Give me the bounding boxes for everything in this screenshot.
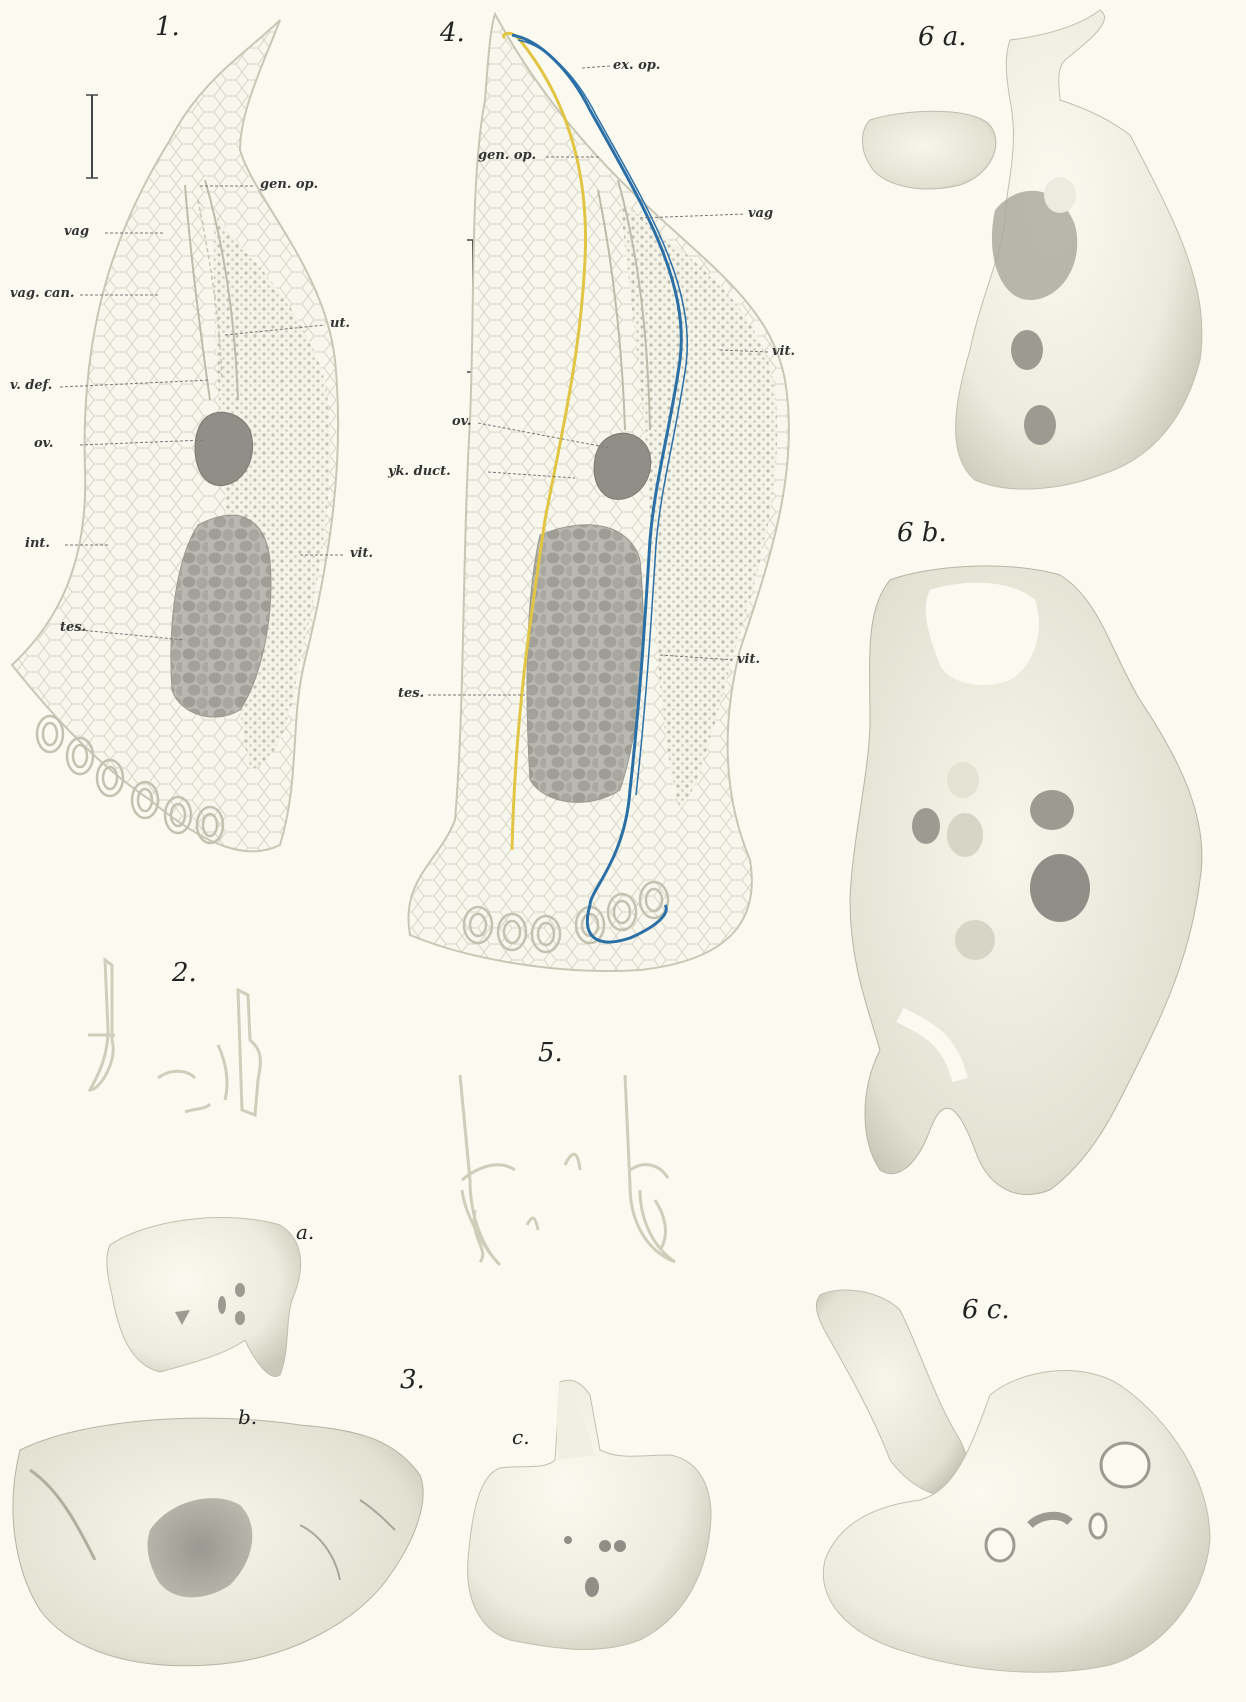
figure-3b-clamp <box>13 1418 423 1666</box>
figure-number-3: 3. <box>400 1365 425 1395</box>
fig4-label-tes: tes. <box>398 686 424 701</box>
fig4-label-yk-duct: yk. duct. <box>388 464 451 479</box>
fig4-label-gen-op: gen. op. <box>478 148 536 163</box>
figure-letter-3b: b. <box>238 1405 257 1429</box>
figure-number-6a: 6 a. <box>918 22 967 52</box>
figure-5-hooks <box>460 1075 675 1265</box>
figure-letter-3a: a. <box>296 1220 314 1244</box>
fig1-label-vag: vag <box>64 224 89 239</box>
figure-6b-clamp <box>850 566 1202 1195</box>
fig1-label-vag-can: vag. can. <box>10 286 74 301</box>
figure-6c-clamp <box>816 1290 1210 1672</box>
figure-number-5: 5. <box>538 1038 563 1068</box>
figure-number-1: 1. <box>155 12 180 42</box>
fig1-label-gen-op: gen. op. <box>260 177 318 192</box>
figure-3a-clamp <box>107 1218 301 1377</box>
figure-6a-clamp <box>863 10 1202 489</box>
figure-number-6c: 6 c. <box>962 1295 1010 1325</box>
fig4-label-ov: ov. <box>452 414 471 429</box>
fig1-label-ov: ov. <box>34 436 53 451</box>
figure-4-worm <box>408 14 789 971</box>
fig4-label-vag: vag <box>748 206 773 221</box>
figure-3c-clamp <box>468 1380 711 1649</box>
fig1-label-int: int. <box>25 536 50 551</box>
fig4-label-vit-lower: vit. <box>737 652 760 667</box>
fig4-label-vit-upper: vit. <box>772 344 795 359</box>
fig1-label-vit: vit. <box>350 546 373 561</box>
fig1-label-ut: ut. <box>330 316 350 331</box>
fig4-label-ex-op: ex. op. <box>613 58 660 73</box>
fig1-label-v-def: v. def. <box>10 378 52 393</box>
figure-letter-3c: c. <box>512 1425 530 1449</box>
figure-1-worm <box>12 20 345 851</box>
figure-number-4: 4. <box>440 18 465 48</box>
figure-number-6b: 6 b. <box>897 518 947 548</box>
fig1-label-tes: tes. <box>60 620 86 635</box>
figure-number-2: 2. <box>172 958 197 988</box>
